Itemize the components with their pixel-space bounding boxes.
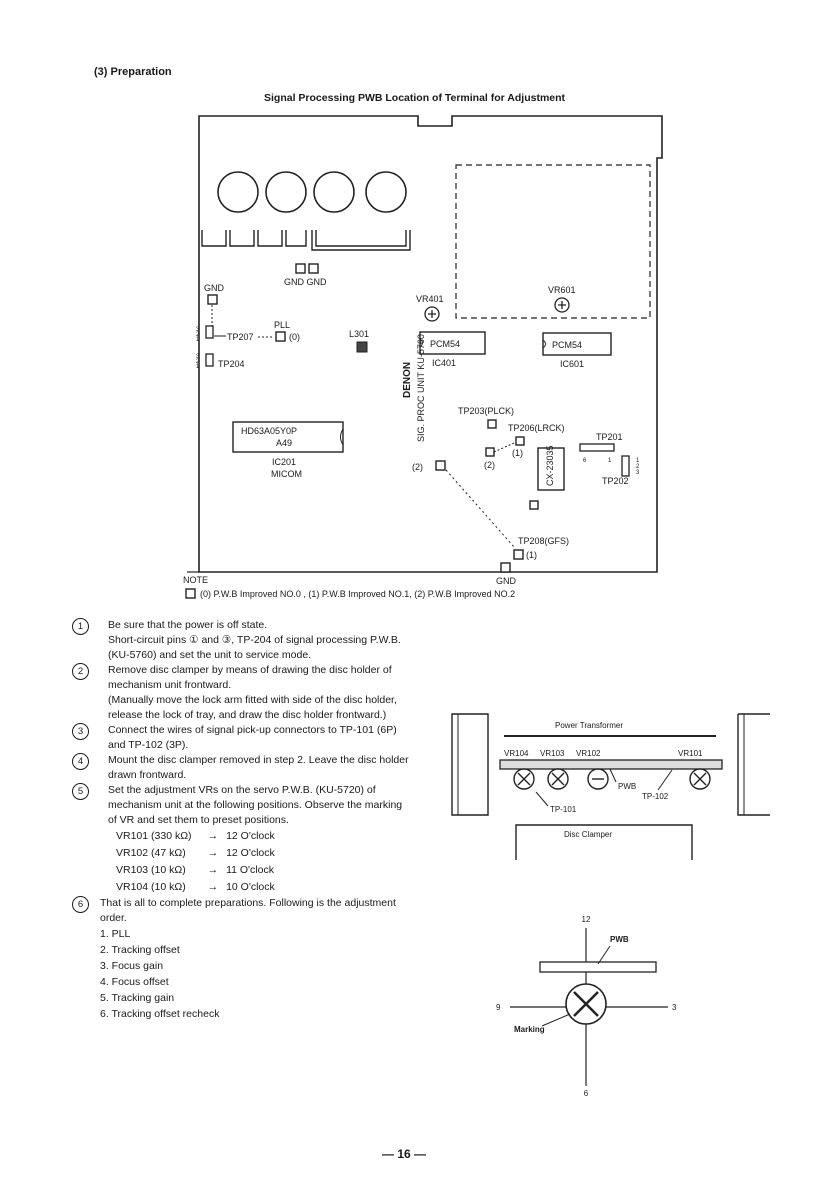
pcm54-ic601-label: PCM54 — [552, 340, 582, 350]
step-2: 2 Remove disc clamper by means of drawin… — [72, 663, 412, 723]
pwb-label: PWB — [618, 782, 636, 791]
svg-text:2: 2 — [196, 359, 200, 365]
preparation-steps: 1 Be sure that the power is off state. S… — [72, 618, 412, 1022]
cx-chip-label: CX-23035 — [545, 445, 555, 486]
svg-text:SIG. PROC UNIT KU-5760: SIG. PROC UNIT KU-5760 — [416, 334, 426, 442]
vr401-label: VR401 — [416, 294, 444, 304]
jack-3 — [313, 171, 355, 213]
list-item: 4. Focus offset — [100, 976, 169, 988]
jack-1 — [217, 171, 259, 213]
svg-text:DENON: DENON — [402, 362, 413, 398]
svg-text:1: 1 — [608, 458, 612, 464]
vr-row: VR102 (47 kΩ)→12 O'clock — [116, 847, 275, 859]
list-item: 2. Tracking offset — [100, 944, 180, 956]
section-heading: (3) Preparation — [94, 66, 172, 78]
disc-clamper-label: Disc Clamper — [564, 830, 612, 839]
tp208-label: TP208(GFS) — [518, 536, 569, 546]
pwb-diagram: GND GND GND 3 2 1 3 2 1 PLL TP207 (0) TP… — [183, 115, 663, 599]
connector-long — [311, 230, 411, 251]
svg-text:3: 3 — [196, 327, 200, 333]
list-item: 3. Focus gain — [100, 960, 164, 972]
svg-text:3: 3 — [196, 354, 200, 360]
ic601-label: IC601 — [560, 359, 584, 369]
micom-label: MICOM — [271, 469, 302, 479]
gnd-pair-label: GND GND — [284, 277, 327, 287]
clock-3-label: 3 — [672, 1003, 677, 1012]
svg-text:A49: A49 — [276, 438, 292, 448]
tp204-label: TP204 — [218, 359, 245, 369]
svg-text:1: 1 — [196, 337, 200, 343]
vr-row: VR103 (10 kΩ)→11 O'clock — [116, 864, 274, 876]
tp201-label: TP201 — [596, 432, 623, 442]
vr-row: VR104 (10 kΩ)→10 O'clock — [116, 881, 275, 893]
tp202-label: TP202 — [602, 476, 629, 486]
tp203-label: TP203(PLCK) — [458, 406, 514, 416]
step-6: 6 That is all to complete preparations. … — [72, 896, 412, 1022]
svg-text:2: 2 — [196, 332, 200, 338]
list-item: 1. PLL — [100, 928, 131, 940]
ic201-label: IC201 — [272, 457, 296, 467]
svg-text:6: 6 — [583, 458, 587, 464]
note-label: NOTE — [183, 575, 208, 585]
vr601-label: VR601 — [548, 285, 576, 295]
svg-text:(1): (1) — [526, 550, 537, 560]
servo-pwb — [499, 759, 723, 770]
tp206-label: TP206(LRCK) — [508, 423, 565, 433]
vr101-label: VR101 — [678, 749, 703, 758]
step-3: 3 Connect the wires of signal pick-up co… — [72, 723, 412, 753]
vr-row: VR101 (330 kΩ)→12 O'clock — [116, 830, 275, 842]
jack-2 — [265, 171, 307, 213]
svg-text:(0): (0) — [289, 332, 300, 342]
page-number: — 16 — — [382, 1147, 427, 1161]
step-1: 1 Be sure that the power is off state. S… — [72, 618, 412, 663]
svg-text:2: 2 — [636, 464, 640, 470]
svg-text:1: 1 — [636, 458, 640, 464]
pwb-diagram-title: Signal Processing PWB Location of Termin… — [264, 92, 566, 104]
shield-region — [455, 164, 651, 319]
connector-blocks — [201, 230, 307, 247]
svg-text:(2): (2) — [412, 462, 423, 472]
list-item: 5. Tracking gain — [100, 992, 175, 1004]
power-transformer-label: Power Transformer — [555, 721, 623, 730]
tp102-label: TP-102 — [642, 792, 669, 801]
micom-chip-label: HD63A05Y0P — [241, 426, 297, 436]
clock-12-label: 12 — [582, 915, 591, 924]
clock-9-label: 9 — [496, 1003, 501, 1012]
vr104-label: VR104 — [504, 749, 529, 758]
note-text: (0) P.W.B Improved NO.0 , (1) P.W.B Impr… — [200, 589, 515, 599]
pcm54-ic401-label: PCM54 — [430, 339, 460, 349]
vr103-label: VR103 — [540, 749, 565, 758]
mechanism-diagram: Power Transformer VR104 VR103 VR102 VR10… — [451, 713, 770, 860]
step-4: 4 Mount the disc clamper removed in step… — [72, 753, 412, 783]
ic401-label: IC401 — [432, 358, 456, 368]
tp207-label: TP207 — [227, 332, 254, 342]
vr102-label: VR102 — [576, 749, 601, 758]
vr-settings-table: VR101 (330 kΩ)→12 O'clock VR102 (47 kΩ)→… — [114, 828, 277, 896]
step-5: 5 Set the adjustment VRs on the servo P.… — [72, 783, 412, 828]
gnd-bottom-label: GND — [496, 576, 517, 586]
tp101-label: TP-101 — [550, 805, 577, 814]
clock-6-label: 6 — [584, 1089, 589, 1098]
svg-text:(2): (2) — [484, 460, 495, 470]
marking-label: Marking — [514, 1025, 545, 1034]
vr-clock-diagram: 12 3 6 9 PWB Marking — [496, 915, 677, 1098]
list-item: 6. Tracking offset recheck — [100, 1008, 220, 1020]
gnd-left-label: GND — [204, 283, 225, 293]
pwb-clock-label: PWB — [610, 935, 629, 944]
svg-text:(1): (1) — [512, 448, 523, 458]
adjustment-order-list: 1. PLL 2. Tracking offset 3. Focus gain … — [100, 926, 412, 1022]
pll-label: PLL — [274, 320, 290, 330]
l301-label: L301 — [349, 329, 369, 339]
svg-text:1: 1 — [196, 364, 200, 370]
jack-4 — [365, 171, 407, 213]
svg-text:3: 3 — [636, 470, 640, 476]
